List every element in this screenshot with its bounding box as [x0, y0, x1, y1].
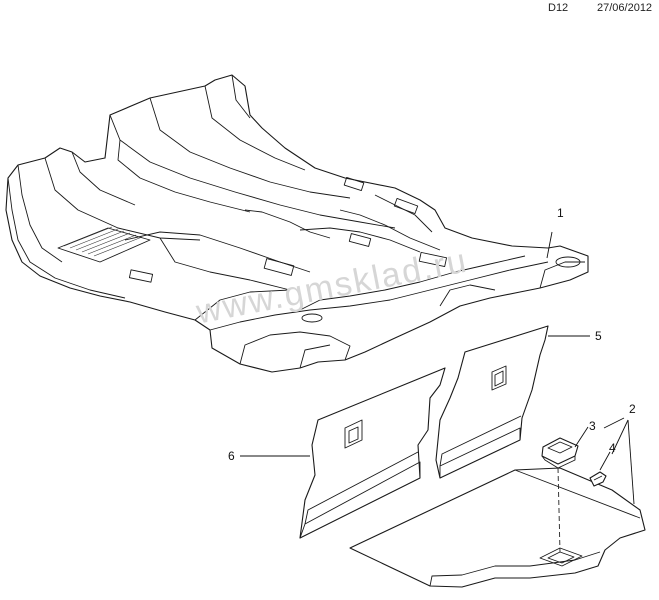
retaining-clip — [589, 471, 607, 487]
floor-carpet — [5, 74, 589, 373]
callout-1: 1 — [557, 206, 564, 220]
cargo-floor-mat — [349, 467, 646, 588]
callout-3: 3 — [589, 419, 596, 433]
cargo-lid-handle — [541, 437, 579, 469]
leader-lines — [240, 231, 635, 505]
callout-4: 4 — [609, 441, 616, 455]
rear-panel-left — [299, 367, 446, 539]
diagram-code: D12 — [548, 2, 569, 14]
rear-panel-right — [435, 325, 549, 479]
callout-5: 5 — [595, 329, 602, 343]
diagram-date: 27/06/2012 — [597, 2, 653, 14]
callout-6: 6 — [228, 449, 235, 463]
callout-2: 2 — [629, 402, 636, 416]
assembly-line — [557, 467, 561, 553]
